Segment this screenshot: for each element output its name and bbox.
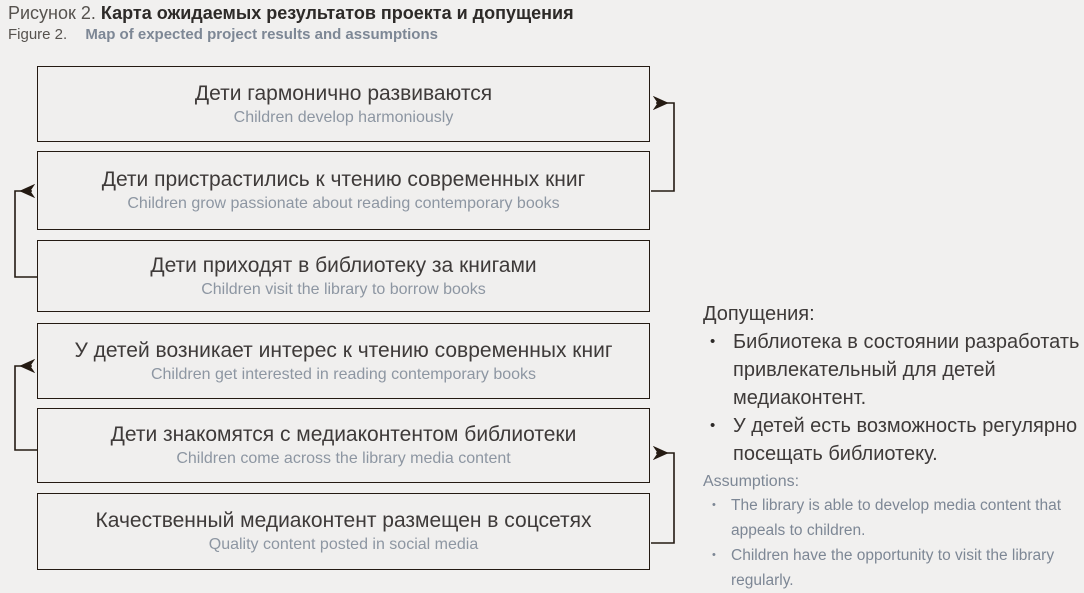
figure-title-en: Map of expected project results and assu… xyxy=(85,26,438,43)
assumption-text-en: Children have the opportunity to visit t… xyxy=(731,547,1055,589)
box-title-ru: Качественный медиаконтент размещен в соц… xyxy=(95,509,592,532)
assumptions-heading-ru: Допущения: xyxy=(703,303,815,325)
result-box-children-media-content: Дети знакомятся с медиаконтентом библиот… xyxy=(37,408,650,483)
box-subtitle-en: Children develop harmoniously xyxy=(233,108,454,126)
assumptions-heading-en: Assumptions: xyxy=(703,473,800,490)
connector-box2-to-box1 xyxy=(651,95,675,192)
bullet-icon: • xyxy=(712,549,716,561)
assumption-item-ru: • У детей есть возможность регулярно пос… xyxy=(700,412,1082,468)
assumption-text-ru: У детей есть возможность регулярно посещ… xyxy=(733,415,1078,465)
bullet-icon: • xyxy=(712,499,716,511)
box-subtitle-en: Children visit the library to borrow boo… xyxy=(201,280,486,298)
result-box-children-passionate-reading: Дети пристрастились к чтению современных… xyxy=(37,151,650,230)
box-title-ru: У детей возникает интерес к чтению совре… xyxy=(74,338,613,362)
box-subtitle-en: Children grow passionate about reading c… xyxy=(127,195,560,212)
box-title-ru: Дети пристрастились к чтению современных… xyxy=(101,168,586,191)
bullet-icon: • xyxy=(710,417,716,434)
box-subtitle-en: Children come across the library media c… xyxy=(176,450,511,467)
box-title-ru: Дети знакомятся с медиаконтентом библиот… xyxy=(110,423,577,446)
assumption-item-en: • The library is able to develop media c… xyxy=(700,493,1082,543)
figure-label-ru: Рисунок 2. xyxy=(8,3,96,23)
caption-line-en: Figure 2. Map of expected project result… xyxy=(8,25,574,45)
result-box-children-interested-reading: У детей возникает интерес к чтению совре… xyxy=(37,323,650,399)
bullet-icon: • xyxy=(710,333,716,350)
assumption-item-ru: • Библиотека в состоянии разработать при… xyxy=(700,328,1082,412)
box-title-ru: Дети гармонично развиваются xyxy=(194,81,493,105)
result-box-children-develop-harmoniously: Дети гармонично развиваются Children dev… xyxy=(37,66,650,142)
assumptions-panel: Допущения: • Библиотека в состоянии разр… xyxy=(700,300,1082,593)
connector-box5-to-box4 xyxy=(14,358,37,451)
connector-box3-to-box2 xyxy=(14,183,37,278)
assumption-item-en: • Children have the opportunity to visit… xyxy=(700,543,1082,593)
box-subtitle-en: Children get interested in reading conte… xyxy=(150,365,537,383)
assumption-text-en: The library is able to develop media con… xyxy=(731,497,1061,539)
figure-title-ru: Карта ожидаемых результатов проекта и до… xyxy=(100,3,574,23)
result-box-children-visit-library: Дети приходят в библиотеку за книгами Ch… xyxy=(37,240,650,312)
connector-box6-to-box5 xyxy=(651,445,675,544)
caption-line-ru: Рисунок 2. Карта ожидаемых результатов п… xyxy=(8,2,574,25)
figure-caption: Рисунок 2. Карта ожидаемых результатов п… xyxy=(8,2,574,45)
box-title-ru: Дети приходят в библиотеку за книгами xyxy=(150,253,537,277)
box-subtitle-en: Quality content posted in social media xyxy=(208,536,479,553)
assumption-text-ru: Библиотека в состоянии разработать привл… xyxy=(733,331,1080,409)
result-box-quality-content-social-media: Качественный медиаконтент размещен в соц… xyxy=(37,493,650,570)
figure-label-en: Figure 2. xyxy=(8,26,68,43)
